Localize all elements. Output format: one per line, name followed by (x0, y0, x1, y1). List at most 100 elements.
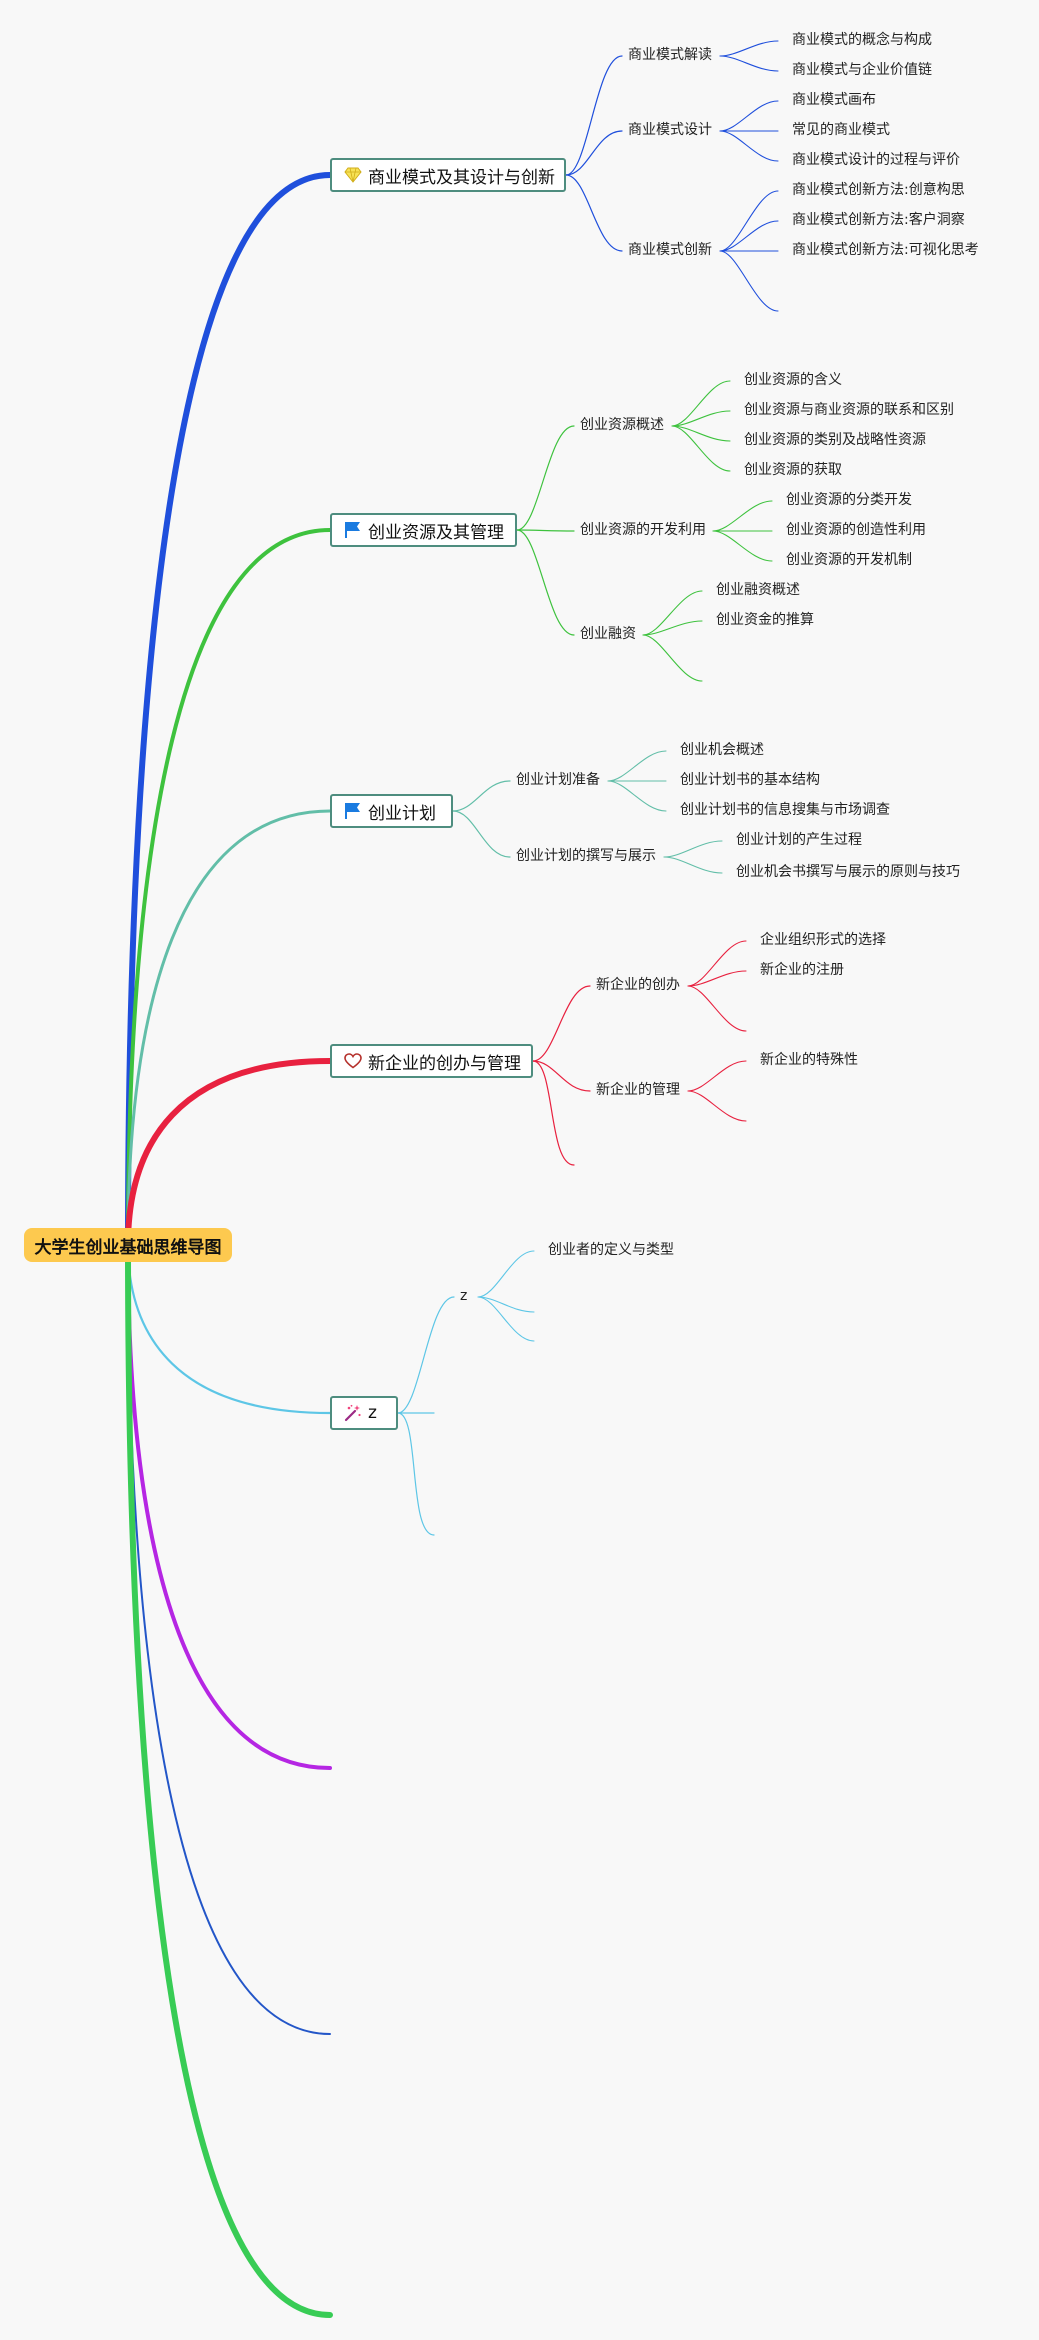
leaf-topic[interactable]: 创业资金的推算 (716, 612, 814, 628)
subtopic[interactable]: 新企业的管理 (596, 1082, 680, 1098)
leaf-line (687, 970, 747, 987)
branch-label: 创业计划 (368, 803, 436, 824)
branch-z[interactable]: z (330, 1396, 398, 1430)
subtopic[interactable]: 创业融资 (580, 626, 636, 642)
leaf-topic[interactable]: 常见的商业模式 (792, 122, 890, 138)
leaf-topic[interactable]: 创业计划的产生过程 (736, 832, 862, 848)
leaf-line (719, 40, 779, 57)
leaf-line (687, 985, 747, 1032)
leaf-line (687, 1090, 747, 1122)
leaf-topic[interactable]: 商业模式的概念与构成 (792, 32, 932, 48)
branch-label: z (368, 1403, 377, 1423)
subtopic[interactable]: 商业模式创新 (628, 242, 712, 258)
leaf-topic[interactable]: 创业机会书撰写与展示的原则与技巧 (736, 864, 960, 880)
main-branch-line (125, 172, 333, 1248)
subtopic[interactable]: 创业计划准备 (516, 772, 600, 788)
root-topic[interactable]: 大学生创业基础思维导图 (24, 1228, 232, 1262)
leaf-topic[interactable]: 创业资源与商业资源的联系和区别 (744, 402, 954, 418)
leaf-topic[interactable]: 新企业的注册 (760, 962, 844, 978)
leaf-topic[interactable]: 创业融资概述 (716, 582, 800, 598)
sub-branch-line (532, 1060, 575, 1166)
subtopic[interactable]: 商业模式设计 (628, 122, 712, 138)
leaf-line (477, 1250, 535, 1298)
leaf-line (642, 590, 703, 636)
sub-branch-line (516, 529, 575, 636)
magic-wand-icon (344, 1404, 361, 1422)
sub-branch-line (565, 130, 623, 176)
leaf-topic[interactable]: 创业资源的含义 (744, 372, 842, 388)
flag-icon (345, 803, 360, 819)
leaf-line (719, 250, 779, 312)
main-branch-line (125, 1058, 333, 1248)
leaf-line (719, 100, 779, 132)
gem-icon (344, 167, 362, 183)
leaf-line (712, 530, 773, 562)
leaf-line (477, 1296, 535, 1342)
leaf-line (687, 940, 747, 987)
sub-branch-line (565, 55, 623, 176)
leaf-topic[interactable]: 新企业的特殊性 (760, 1052, 858, 1068)
leaf-topic[interactable]: 创业计划书的信息搜集与市场调查 (680, 802, 890, 818)
branch-business-model[interactable]: 商业模式及其设计与创新 (330, 158, 566, 192)
leaf-line (642, 634, 703, 682)
sub-branch-line (565, 174, 623, 252)
leaf-line (719, 220, 779, 252)
leaf-topic[interactable]: 商业模式与企业价值链 (792, 62, 932, 78)
subtopic[interactable]: 商业模式解读 (628, 47, 712, 63)
heart-icon (344, 1053, 362, 1069)
leaf-line (671, 425, 731, 442)
leaf-line (663, 840, 723, 858)
leaf-topic[interactable]: 创业资源的类别及战略性资源 (744, 432, 926, 448)
leaf-topic[interactable]: 企业组织形式的选择 (760, 932, 886, 948)
branch-label: 创业资源及其管理 (368, 522, 504, 543)
leaf-line (642, 620, 703, 636)
sub-branch-line (532, 1060, 591, 1092)
leaf-topic[interactable]: 商业模式画布 (792, 92, 876, 108)
leaf-line (607, 780, 667, 812)
leaf-topic[interactable]: 创业资源的开发机制 (786, 552, 912, 568)
leaf-topic[interactable]: 商业模式创新方法:可视化思考 (792, 242, 979, 258)
leaf-topic[interactable]: 商业模式创新方法:创意构思 (792, 182, 965, 198)
leaf-topic[interactable]: 创业机会概述 (680, 742, 764, 758)
sub-branch-line (397, 1296, 455, 1414)
leaf-topic[interactable]: 商业模式创新方法:客户洞察 (792, 212, 965, 228)
branch-entrepreneurial-resources[interactable]: 创业资源及其管理 (330, 513, 517, 547)
leaf-line (671, 410, 731, 427)
subtopic[interactable]: 新企业的创办 (596, 977, 680, 993)
leaf-line (663, 856, 723, 874)
leaf-line (719, 190, 779, 252)
subtopic[interactable]: z (460, 1288, 468, 1304)
leaf-topic[interactable]: 创业资源的获取 (744, 462, 842, 478)
main-branch-line (125, 1242, 333, 2318)
leaf-topic[interactable]: 商业模式设计的过程与评价 (792, 152, 960, 168)
subtopic[interactable]: 创业资源概述 (580, 417, 664, 433)
leaf-topic[interactable]: 创业资源的分类开发 (786, 492, 912, 508)
leaf-line (607, 750, 667, 782)
connector-lines (125, 40, 779, 2318)
sub-branch-line (516, 425, 575, 531)
sub-branch-line (532, 985, 591, 1062)
root-topic-label: 大学生创业基础思维导图 (34, 1237, 222, 1258)
sub-branch-line (452, 810, 511, 858)
main-branch-line (126, 1243, 332, 1415)
leaf-topic[interactable]: 创业计划书的基本结构 (680, 772, 820, 788)
sub-branch-line (452, 780, 511, 812)
main-branch-line (126, 528, 332, 1247)
branch-label: 新企业的创办与管理 (368, 1053, 521, 1074)
subtopic[interactable]: 创业资源的开发利用 (580, 522, 706, 538)
flag-icon (345, 522, 360, 538)
leaf-line (671, 380, 731, 427)
branch-new-enterprise[interactable]: 新企业的创办与管理 (330, 1044, 533, 1078)
leaf-line (719, 130, 779, 162)
leaf-topic[interactable]: 创业者的定义与类型 (548, 1242, 674, 1258)
main-branch-line (126, 809, 332, 1247)
branch-business-plan[interactable]: 创业计划 (330, 794, 453, 828)
leaf-topic[interactable]: 创业资源的创造性利用 (786, 522, 926, 538)
sub-branch-line (397, 1412, 435, 1536)
leaf-line (671, 425, 731, 472)
leaf-line (477, 1296, 535, 1313)
sub-branch-line (516, 529, 575, 532)
leaf-line (712, 500, 773, 532)
subtopic[interactable]: 创业计划的撰写与展示 (516, 848, 656, 864)
